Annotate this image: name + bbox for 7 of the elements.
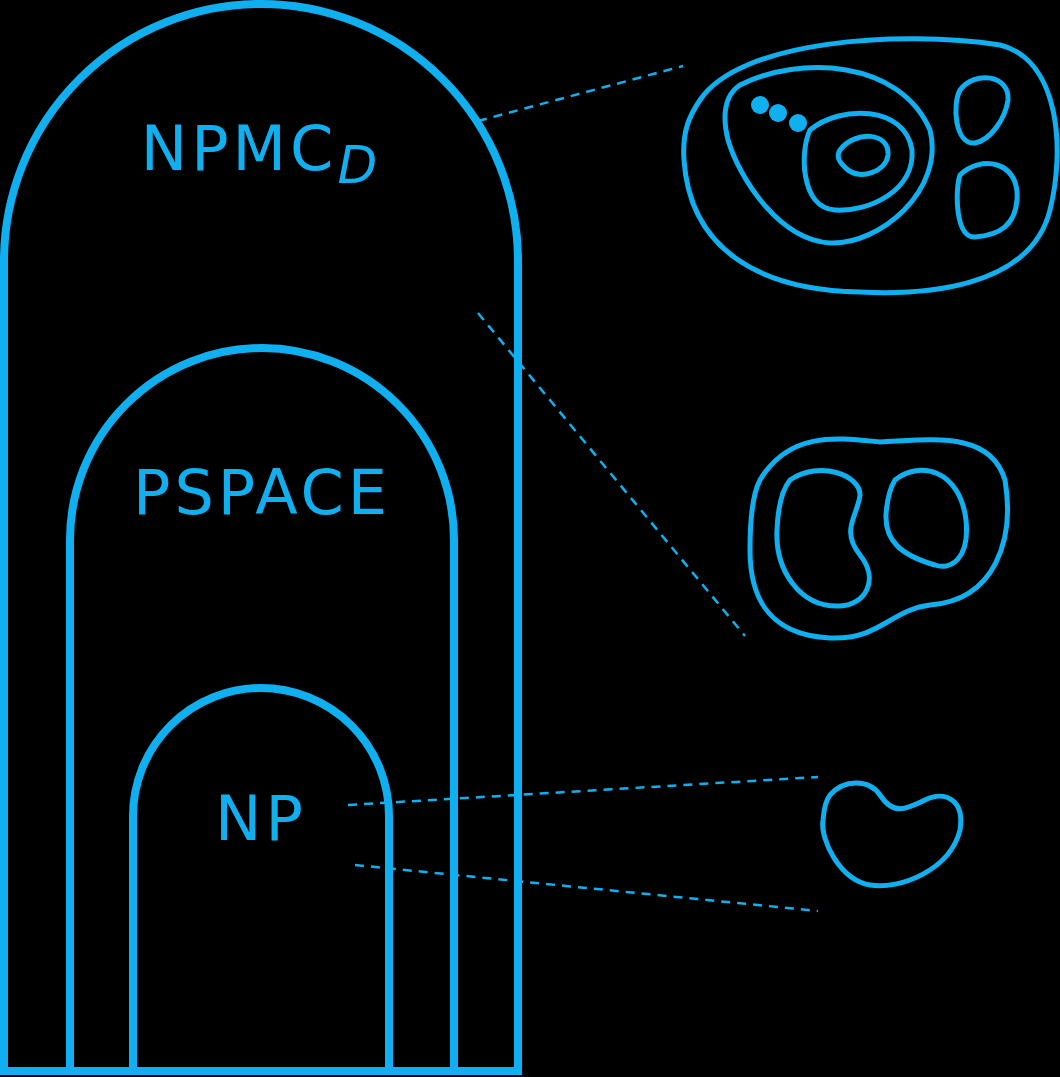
- class-label: NP: [214, 782, 308, 855]
- dashed-line: [347, 775, 819, 807]
- dashed-line: [477, 64, 684, 123]
- dashed-line: [354, 863, 819, 913]
- class-label: NPMC$_{D}$: [139, 112, 383, 196]
- dashed-line: [477, 312, 746, 637]
- class-label: PSPACE: [132, 456, 392, 529]
